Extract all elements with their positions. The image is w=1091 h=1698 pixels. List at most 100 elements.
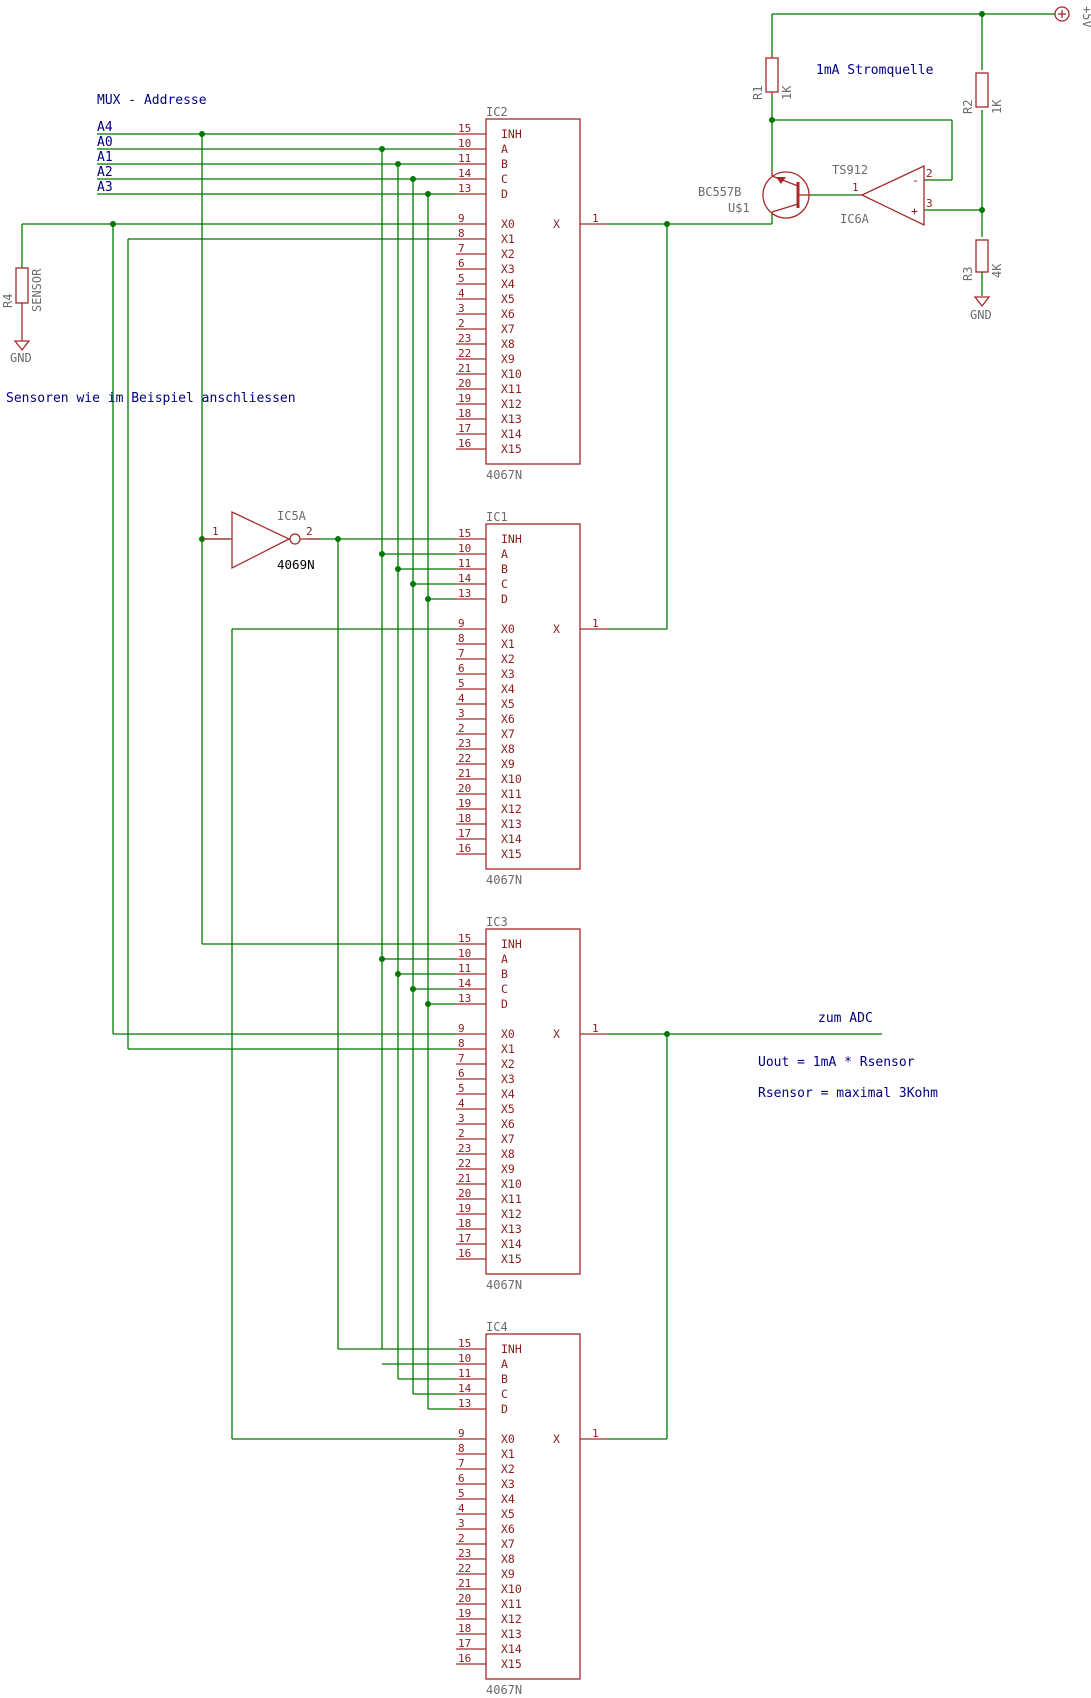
junction (379, 146, 385, 152)
pin-number: 10 (458, 1352, 471, 1365)
junction (425, 596, 431, 602)
pin-label: X8 (501, 1552, 515, 1566)
junction (110, 221, 116, 227)
pin-label: X (553, 217, 560, 231)
pin-number: 2 (458, 317, 465, 330)
pin-label: X10 (501, 367, 522, 381)
pin-label: X0 (501, 1432, 515, 1446)
pin-number: 23 (458, 737, 471, 750)
pin-label: X12 (501, 1207, 522, 1221)
junction (769, 117, 775, 123)
pin-label: X14 (501, 832, 522, 846)
formula-rmax: Rsensor = maximal 3Kohm (758, 1086, 938, 1101)
inverter-value: 4069N (277, 557, 315, 572)
pin-label: X9 (501, 757, 515, 771)
pin-number: 8 (458, 227, 465, 240)
r2-name: R2 (961, 100, 975, 114)
pin-number: 9 (458, 1022, 465, 1035)
pin-label: X6 (501, 1522, 515, 1536)
pin-label: X3 (501, 1477, 515, 1491)
chip-name: IC1 (486, 510, 508, 524)
junction (395, 971, 401, 977)
pin-label: X15 (501, 1252, 522, 1266)
inverter-name: IC5A (277, 509, 307, 523)
pin-number: 2 (458, 1532, 465, 1545)
pin-label: X7 (501, 727, 515, 741)
pin-number: 17 (458, 1637, 471, 1650)
pin-number: 1 (592, 1427, 599, 1440)
pin-label: X3 (501, 667, 515, 681)
current-source-label: 1mA Stromquelle (816, 63, 934, 78)
pin-number: 16 (458, 842, 471, 855)
pin-number: 8 (458, 632, 465, 645)
transistor-value: BC557B (698, 185, 741, 199)
pin-number: 5 (458, 1082, 465, 1095)
pin-label: X6 (501, 307, 515, 321)
pin-label: X1 (501, 1447, 515, 1461)
pin-number: 6 (458, 1472, 465, 1485)
gnd-label: GND (970, 308, 992, 322)
chip-body (485, 118, 581, 465)
pin-label: C (501, 1387, 508, 1401)
pin-number: 18 (458, 812, 471, 825)
pin-label: X14 (501, 427, 522, 441)
pin-label: X0 (501, 217, 515, 231)
chip-value: 4067N (486, 1683, 522, 1697)
pin-number: 14 (458, 977, 472, 990)
pin-label: X12 (501, 397, 522, 411)
pin-number: 13 (458, 182, 471, 195)
pin-label: X8 (501, 742, 515, 756)
pin-number: 10 (458, 542, 471, 555)
pin-label: B (501, 967, 508, 981)
pin-label: X13 (501, 412, 522, 426)
pin-number: 23 (458, 332, 471, 345)
r3-value: 4K (990, 263, 1004, 278)
pin-label: INH (501, 532, 522, 546)
pin-number: 6 (458, 662, 465, 675)
nets (21, 13, 1055, 1440)
pin-number: 1 (592, 617, 599, 630)
pin-number: 7 (458, 1052, 465, 1065)
r3-name: R3 (961, 267, 975, 281)
pin-number: 22 (458, 1157, 471, 1170)
pin-label: D (501, 1402, 508, 1416)
pin-label: A (501, 952, 508, 966)
pin-number: 11 (458, 962, 471, 975)
pin-number: 22 (458, 1562, 471, 1575)
transistor-name: U$1 (728, 201, 750, 215)
pin-number: 14 (458, 167, 472, 180)
pin-label: X1 (501, 637, 515, 651)
pin-label: X14 (501, 1237, 522, 1251)
opamp-pin-inv: 2 (926, 167, 933, 180)
pin-label: X9 (501, 1162, 515, 1176)
pin-number: 22 (458, 347, 471, 360)
pin-label: X11 (501, 382, 522, 396)
junction (335, 536, 341, 542)
supply-label: +5V (1080, 6, 1091, 28)
chip-name: IC3 (486, 915, 508, 929)
junction (979, 207, 985, 213)
pin-number: 16 (458, 1652, 471, 1665)
chip-body (485, 928, 581, 1275)
current-source: +5V R1 1K R2 1K R3 4K GND 1mA Stromquell… (698, 6, 1091, 322)
pin-number: 15 (458, 122, 471, 135)
pin-label: C (501, 982, 508, 996)
chip-name: IC2 (486, 105, 508, 119)
pin-label: B (501, 157, 508, 171)
pin-number: 13 (458, 992, 471, 1005)
pin-label: X3 (501, 262, 515, 276)
pin-label: X9 (501, 1567, 515, 1581)
address-line-label: A1 (97, 150, 113, 165)
pin-label: X13 (501, 1627, 522, 1641)
junction (410, 581, 416, 587)
pin-label: X14 (501, 1642, 522, 1656)
pin-number: 21 (458, 1172, 471, 1185)
address-label-title: MUX - Addresse (97, 93, 207, 108)
pin-number: 15 (458, 527, 471, 540)
pin-label: X5 (501, 697, 515, 711)
pin-label: INH (501, 937, 522, 951)
pin-label: X (553, 1432, 560, 1446)
